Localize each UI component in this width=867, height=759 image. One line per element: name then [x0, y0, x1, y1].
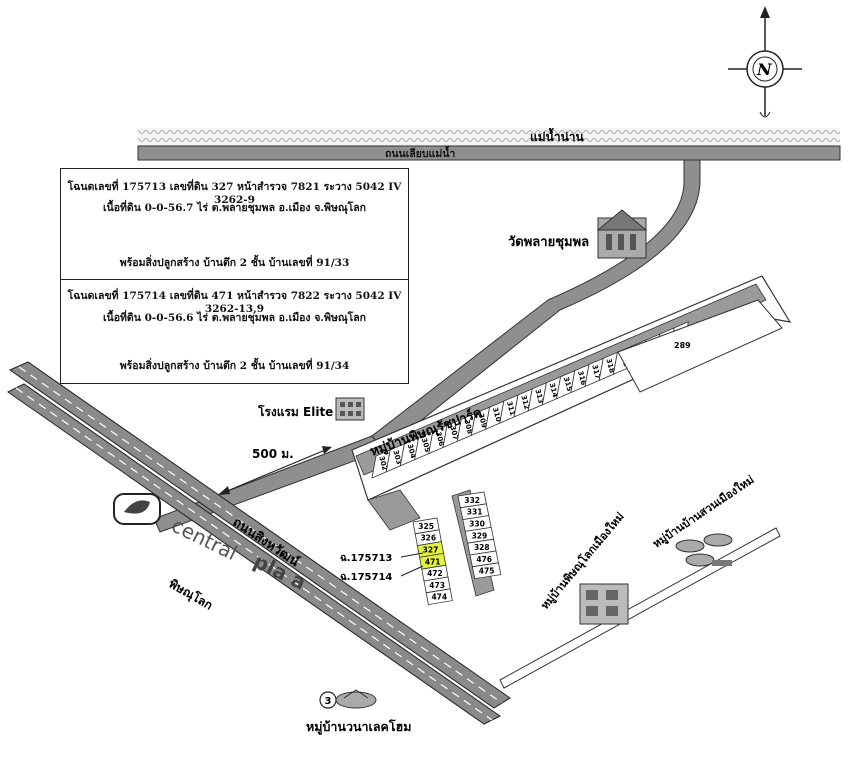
distance-label: 500 ม.: [252, 447, 294, 461]
plot-label-313: 313: [533, 388, 545, 404]
soi-connector: [367, 489, 421, 531]
temple-label: วัดพลายชุมพล: [508, 235, 589, 250]
plot-label-473: 473: [429, 581, 445, 590]
river: [138, 128, 840, 146]
plot-label-476: 476: [476, 555, 492, 564]
plot-label-310: 310: [491, 407, 503, 423]
plot-label-303: 303: [391, 449, 403, 465]
deed-pointer-1: ฉ.175713: [340, 553, 392, 564]
plot-label-325: 325: [418, 522, 434, 531]
plot-label-306: 306: [434, 431, 446, 447]
plot-label-307: 307: [448, 425, 460, 441]
hotel-label: โรงแรม Elite: [257, 404, 333, 419]
deed1-line1: โฉนดเลขที่ 175713 เลขที่ดิน 327 หน้าสำรว…: [67, 181, 402, 206]
east-road: [499, 527, 781, 689]
compass-icon: [728, 6, 802, 118]
bottom-village-label: หมู่บ้านวนาเลคโฮม: [306, 719, 411, 735]
plot-label-308: 308: [462, 419, 474, 435]
plot-label-318: 318: [604, 358, 616, 374]
plot-289: [617, 299, 783, 393]
deed2-line3: พร้อมสิ่งปลูกสร้าง บ้านตึก 2 ชั้น บ้านเล…: [119, 360, 350, 372]
plot-label-474: 474: [431, 593, 447, 602]
right-village-1-icon: [579, 583, 629, 625]
river-label: แม่น้ำน่าน: [530, 127, 585, 144]
compass-letter: N: [756, 60, 773, 79]
deed2-line1: โฉนดเลขที่ 175714 เลขที่ดิน 471 หน้าสำรว…: [67, 290, 402, 315]
plot-label-330: 330: [469, 520, 485, 529]
plot-label-314: 314: [548, 382, 560, 398]
plot-label-328: 328: [474, 543, 490, 552]
deed1-line2: เนื้อที่ดิน 0-0-56.7 ไร่ ต.พลายชุมพล อ.เ…: [102, 202, 367, 214]
plot-label-327: 327: [423, 546, 439, 555]
deed-divider: [61, 279, 408, 280]
riverside-road-label: ถนนเลียบแม่น้ำ: [385, 145, 455, 160]
mall-city: พิษณุโลก: [166, 576, 216, 614]
bottom-village-number: 3: [325, 696, 332, 707]
right-village-2-icon: [675, 533, 733, 567]
riverside-road: [137, 145, 841, 161]
right-village-2-label: หมู่บ้านบ้านสวนเมืองใหม่: [650, 472, 757, 551]
plot-475: [471, 562, 502, 580]
deed2-line2: เนื้อที่ดิน 0-0-56.6 ไร่ ต.พลายชุมพล อ.เ…: [102, 312, 367, 324]
plot-label-315: 315: [562, 376, 574, 392]
plot-label-305: 305: [420, 437, 432, 453]
plot-474: [425, 588, 453, 606]
deed1-line3: พร้อมสิ่งปลูกสร้าง บ้านตึก 2 ชั้น บ้านเล…: [119, 257, 350, 269]
plot-289-label: 289: [674, 341, 691, 350]
deed-pointer-2: ฉ.175714: [340, 572, 392, 583]
column-plots: 325 326 327 471 472 473 474 332 331 330 329 328 476 4…: [412, 491, 502, 606]
highway: [7, 361, 511, 725]
plot-label-331: 331: [467, 508, 483, 517]
plot-label-302: 302: [377, 455, 389, 471]
hotel-icon: [335, 397, 365, 421]
plot-label-326: 326: [420, 534, 436, 543]
plot-label-317: 317: [590, 364, 602, 380]
plot-label-475: 475: [479, 567, 495, 576]
plot-label-332: 332: [464, 496, 480, 505]
plot-label-304: 304: [406, 443, 418, 459]
central-plaza-logo: [113, 493, 161, 525]
distance-arrow: [218, 446, 332, 495]
plot-label-316: 316: [576, 370, 588, 386]
plot-label-471: 471: [425, 557, 441, 566]
plot-label-472: 472: [427, 569, 443, 578]
plot-label-312: 312: [519, 394, 531, 410]
bottom-village-icon: 3: [319, 689, 377, 709]
plot-label-309: 309: [477, 413, 489, 429]
plot-label-311: 311: [505, 400, 517, 416]
deed-info-box: โฉนดเลขที่ 175713 เลขที่ดิน 327 หน้าสำรว…: [60, 168, 409, 384]
plot-label-329: 329: [472, 531, 488, 540]
temple-icon: [596, 209, 648, 259]
